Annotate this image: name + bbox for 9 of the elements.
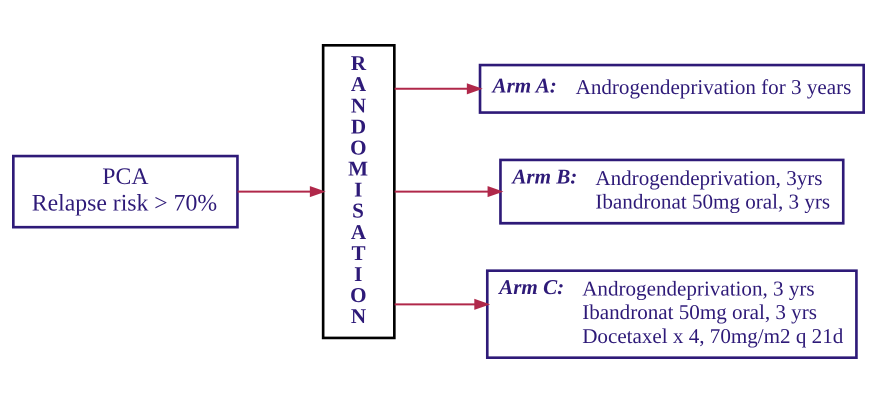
node-box: Arm C: Androgendeprivation, 3 yrs Ibandronat 50mg oral, 3 yrs Docetaxel x 4, 70mg/m2 q 21d	[486, 268, 858, 359]
arrow	[238, 186, 326, 197]
arrow	[394, 298, 490, 310]
node-box: RANDOMISATION	[322, 43, 396, 339]
node-box: Arm B: Androgendeprivation, 3yrs Ibandronat 50mg oral, 3 yrs	[499, 158, 845, 224]
node-box: Arm A: Androgendeprivation for 3 years	[478, 63, 865, 114]
arrow	[394, 186, 504, 197]
node-box: PCA Relapse risk > 70%	[12, 154, 239, 228]
arrow	[394, 82, 483, 94]
